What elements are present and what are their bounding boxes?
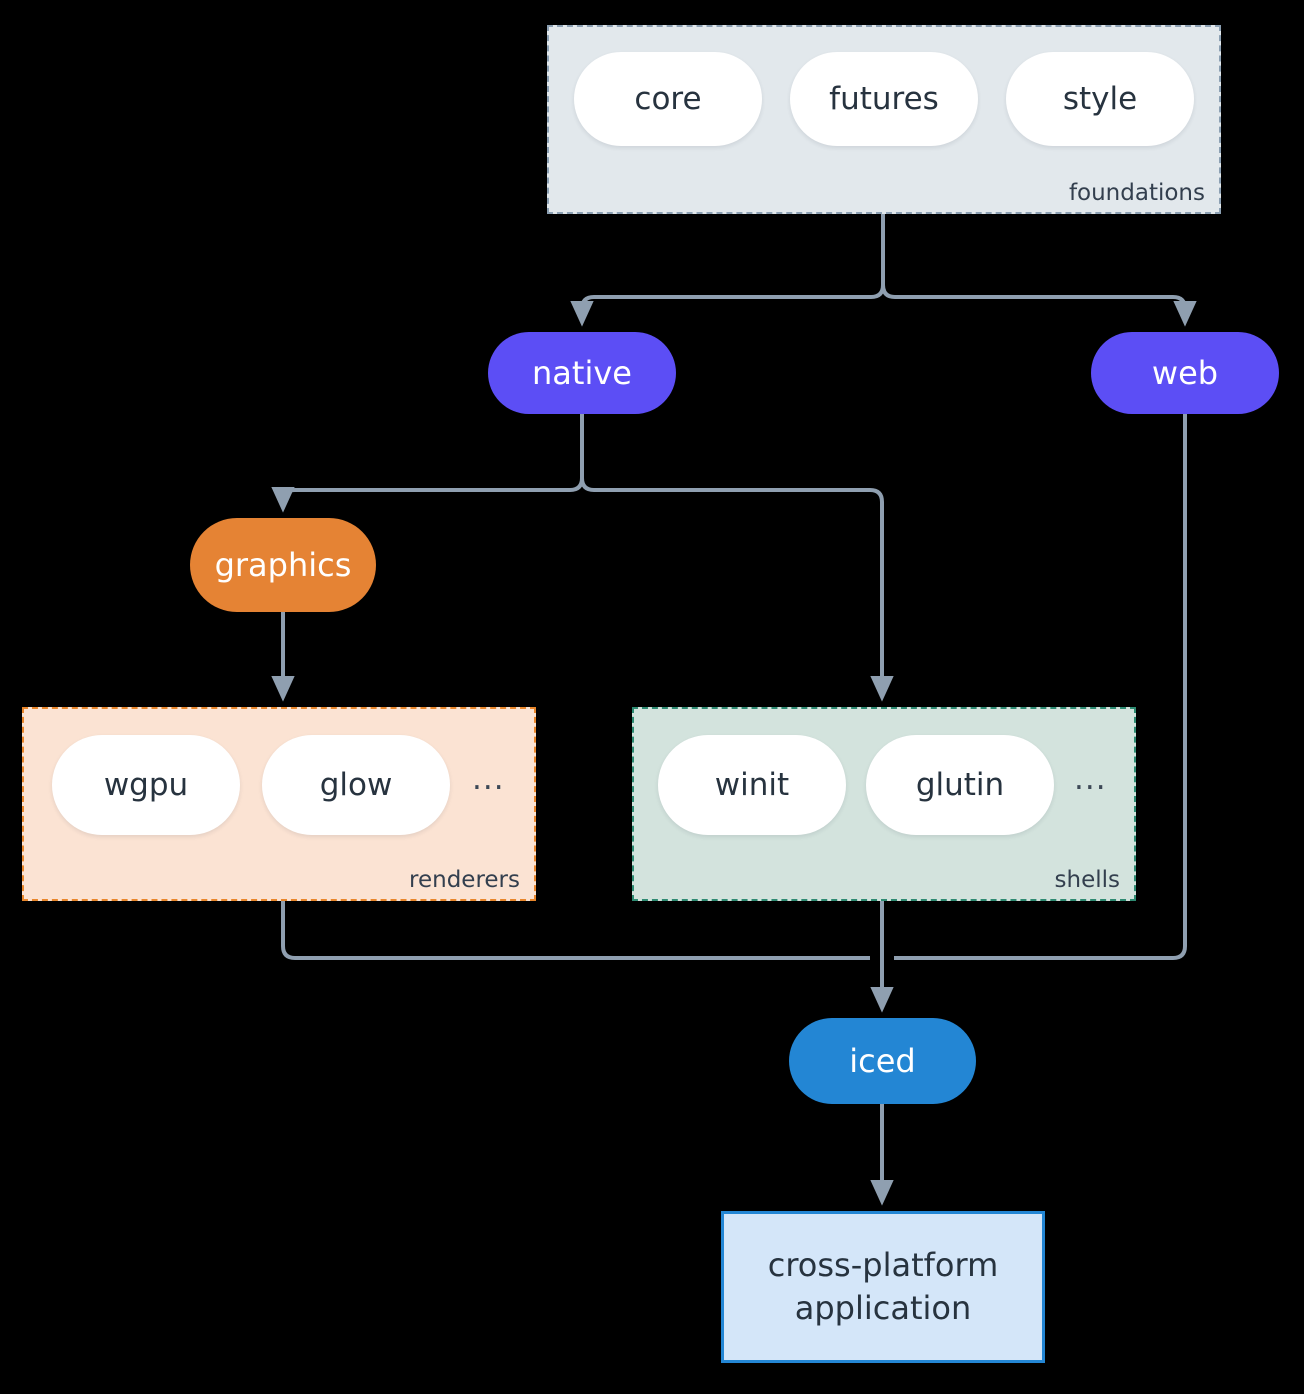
edge-foundations-to-native [570, 284, 885, 327]
cluster-shells: winit glutin ... shells [632, 707, 1136, 901]
node-native[interactable]: native [488, 332, 676, 414]
pill-core[interactable]: core [574, 52, 762, 146]
cluster-label-foundations: foundations [1068, 180, 1205, 206]
renderers-items: wgpu glow ... [52, 735, 505, 835]
edge-native-to-graphics [271, 477, 584, 513]
shells-items: winit glutin ... [658, 735, 1107, 835]
shells-more-ellipsis: ... [1074, 760, 1107, 797]
pill-glutin[interactable]: glutin [866, 735, 1054, 835]
pill-glow[interactable]: glow [262, 735, 450, 835]
app-label-line2: application [794, 1289, 972, 1327]
edge-renderers-to-iced [281, 901, 870, 960]
renderers-more-ellipsis: ... [472, 760, 505, 797]
pill-winit[interactable]: winit [658, 735, 846, 835]
cluster-label-shells: shells [1054, 867, 1120, 893]
cluster-label-renderers: renderers [409, 867, 520, 893]
cluster-foundations: core futures style foundations [547, 25, 1221, 214]
edge-native-to-shells [580, 477, 894, 702]
app-label-line1: cross-platform [767, 1245, 999, 1284]
pill-futures[interactable]: futures [790, 52, 978, 146]
node-web[interactable]: web [1091, 332, 1279, 414]
node-cross-platform-application[interactable]: cross-platform application [721, 1211, 1045, 1363]
node-iced[interactable]: iced [789, 1018, 976, 1104]
edge-foundations-to-web [881, 284, 1197, 327]
foundations-items: core futures style [574, 52, 1194, 146]
pill-wgpu[interactable]: wgpu [52, 735, 240, 835]
pill-style[interactable]: style [1006, 52, 1194, 146]
node-graphics[interactable]: graphics [190, 518, 376, 612]
cluster-renderers: wgpu glow ... renderers [22, 707, 536, 901]
